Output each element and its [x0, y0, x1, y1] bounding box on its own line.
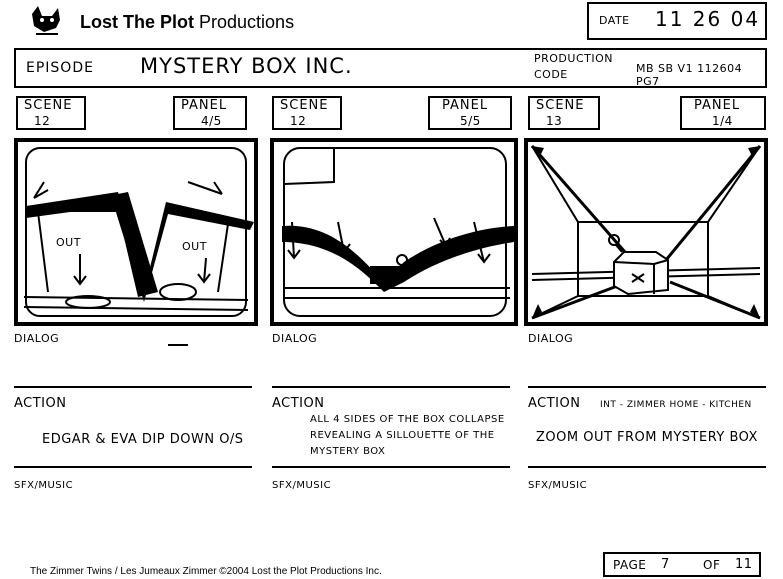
storyboard-panel-3: [524, 138, 768, 326]
action-text: ZOOM OUT FROM MYSTERY BOX: [536, 430, 758, 445]
panel-1-drawing: [23, 147, 254, 317]
action-rule: [272, 466, 510, 468]
page-box: PAGE 7 OF 11: [603, 552, 761, 577]
scene-value: 12: [290, 114, 307, 128]
panel-label: PANEL: [694, 98, 741, 113]
panel-box-2: PANEL 5/5: [428, 96, 512, 130]
brand-title: Lost The Plot Productions: [80, 12, 294, 33]
drawing-label-out-right: OUT: [182, 240, 207, 253]
page-number: 7: [661, 557, 670, 572]
dialog-rule: [272, 386, 510, 388]
date-label: DATE: [599, 14, 630, 27]
sfx-label: SFX/MUSIC: [528, 480, 588, 491]
dialog-label: DIALOG: [14, 332, 60, 345]
panel-label: PANEL: [181, 98, 228, 113]
dialog-rule: [14, 386, 252, 388]
action-text-line-2: REVEALING A SILLOUETTE OF THE: [310, 430, 495, 441]
panel-value: 4/5: [201, 114, 222, 128]
scene-label: SCENE: [536, 98, 585, 113]
panel-value: 1/4: [712, 114, 733, 128]
action-label: ACTION: [272, 396, 325, 411]
panel-label: PANEL: [442, 98, 489, 113]
episode-label: EPISODE: [26, 60, 94, 76]
date-value: 11 26 04: [655, 7, 761, 31]
sfx-label: SFX/MUSIC: [14, 480, 74, 491]
page-label: PAGE: [613, 558, 647, 572]
scene-box-1: SCENE 12: [16, 96, 86, 130]
cat-icon: [32, 6, 60, 35]
production-code-value: MB SB V1 112604 PG7: [636, 62, 743, 88]
scene-value: 12: [34, 114, 51, 128]
action-text-line-3: MYSTERY BOX: [310, 446, 386, 457]
dialog-label: DIALOG: [272, 332, 318, 345]
episode-title: MYSTERY BOX INC.: [140, 54, 353, 78]
dialog-rule: [528, 386, 766, 388]
panel-box-3: PANEL 1/4: [680, 96, 766, 130]
scene-box-2: SCENE 12: [272, 96, 342, 130]
action-rule: [528, 466, 766, 468]
action-text-line-1: ALL 4 SIDES OF THE BOX COLLAPSE: [310, 414, 505, 425]
brand-suffix: Productions: [199, 12, 295, 32]
episode-bar: EPISODE MYSTERY BOX INC. PRODUCTION CODE…: [14, 48, 767, 88]
drawing-label-out-left: OUT: [56, 236, 81, 249]
page-total: 11: [735, 557, 753, 572]
production-code-label-2: CODE: [534, 68, 568, 81]
action-label: ACTION: [528, 396, 581, 411]
storyboard-panel-2: [270, 138, 518, 326]
scene-box-3: SCENE 13: [528, 96, 600, 130]
storyboard-panel-1: OUT OUT: [14, 138, 258, 326]
panel-value: 5/5: [460, 114, 481, 128]
scene-label: SCENE: [24, 98, 73, 113]
action-text: EDGAR & EVA DIP DOWN O/S: [42, 432, 244, 447]
panel-2-drawing: [282, 147, 514, 317]
date-box: DATE 11 26 04: [587, 2, 767, 40]
of-label: OF: [703, 558, 721, 572]
production-code-label: PRODUCTION: [534, 52, 613, 65]
dialog-label: DIALOG: [528, 332, 574, 345]
panel-box-1: PANEL 4/5: [173, 96, 247, 130]
action-label: ACTION: [14, 396, 67, 411]
action-rule: [14, 466, 252, 468]
dialog-mark: [168, 344, 188, 346]
action-location-note: INT - ZIMMER HOME - KITCHEN: [600, 400, 752, 410]
scene-label: SCENE: [280, 98, 329, 113]
copyright-text: The Zimmer Twins / Les Jumeaux Zimmer ©2…: [30, 566, 382, 577]
scene-value: 13: [546, 114, 563, 128]
panel-3-drawing: [530, 145, 762, 320]
brand-name: Lost The Plot: [80, 12, 194, 32]
sfx-label: SFX/MUSIC: [272, 480, 332, 491]
